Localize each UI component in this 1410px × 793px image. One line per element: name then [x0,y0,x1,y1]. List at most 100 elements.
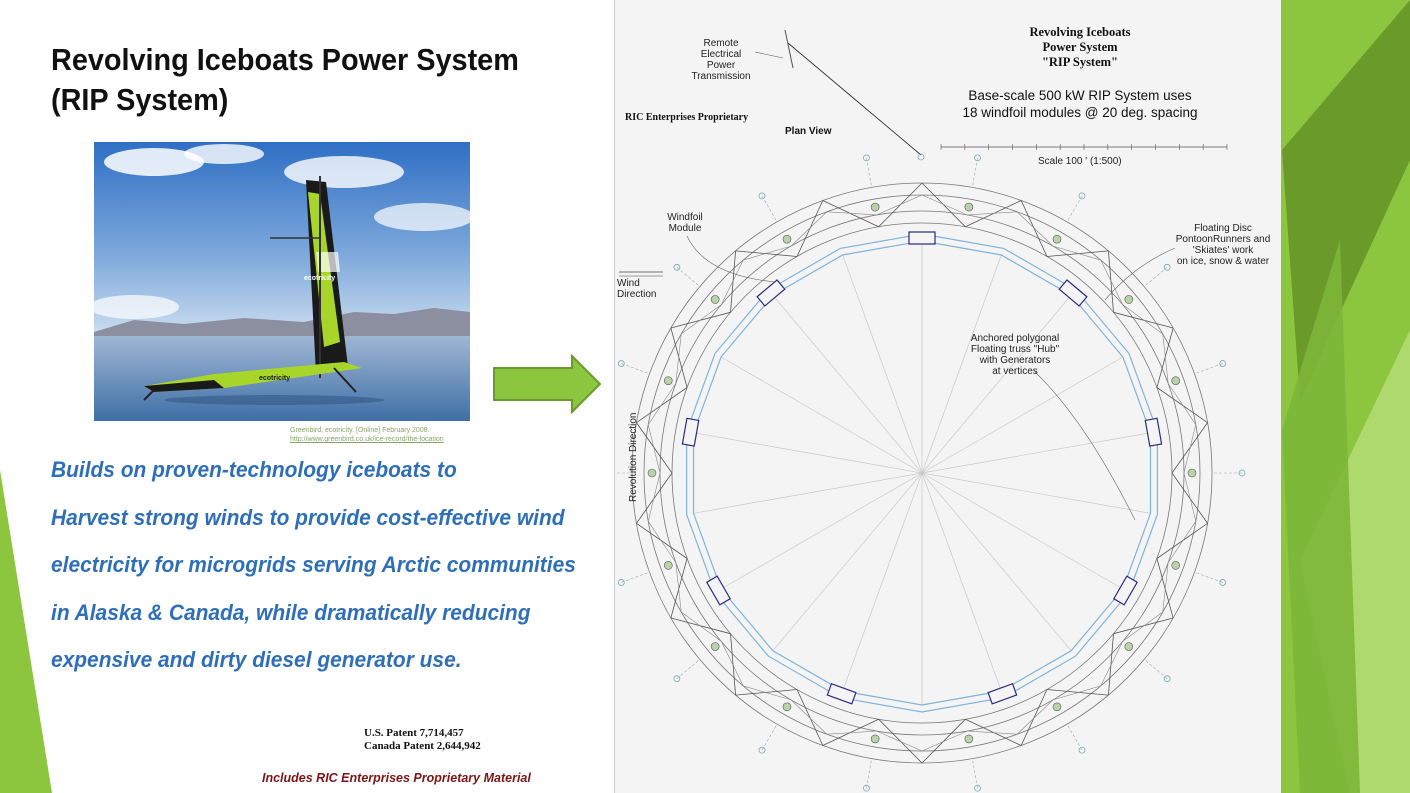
right-arrow-icon [493,354,602,414]
footer-note: Includes RIC Enterprises Proprietary Mat… [262,771,531,785]
truss-brace-14 [1052,685,1101,701]
floating-label-line3: 'Skiates' work [1192,245,1254,256]
windfoil-module-13 [647,468,657,478]
anchor-line-16 [761,195,777,221]
windfoil-module-15 [710,295,720,304]
anchor-point-15 [673,263,681,271]
truss-member-11 [1156,558,1174,619]
truss-member-13 [1108,633,1114,696]
truss-brace-3 [1052,245,1101,261]
diagram-title-line3: "RIP System" [1041,55,1119,69]
truss-member-28 [636,387,688,423]
wind-direction-label: Wind Direction [617,278,657,300]
truss-brace-5 [1122,304,1163,335]
spoke-line-15 [720,356,923,474]
anchor-point-4 [1238,469,1246,477]
truss-brace-32 [743,245,792,261]
photo-sail-brand: ecotricity [304,275,335,282]
anchor-line-2 [1145,267,1168,286]
anchor-point-3 [1219,360,1227,367]
windfoil-module-label: Windfoil Module [651,212,719,234]
truss-brace-4 [1100,259,1123,305]
windfoil-module-16 [782,234,792,244]
plan-view-label: Plan View [785,126,832,137]
truss-brace-15 [1016,699,1054,735]
photo-credit-link[interactable]: http://www.greenbird.co.uk/ice-record/th… [290,436,444,443]
anchor-line-14 [621,363,648,374]
truss-member-35 [878,182,923,228]
truss-brace-24 [675,562,682,613]
truss-brace-8 [1183,424,1197,474]
spoke-line-8 [921,472,1002,692]
spoke-line-10 [842,472,923,692]
truss-brace-30 [681,304,722,335]
generator-box-4 [1144,417,1163,447]
windfoil-module-8 [964,734,974,744]
diagram-subtitle-line2: 18 windfoil modules @ 20 deg. spacing [962,105,1198,120]
truss-brace-22 [721,641,744,687]
truss-member-26 [636,472,673,524]
anchor-point-11 [673,675,681,683]
windfoil-module-11 [710,642,720,651]
truss-member-2 [1020,200,1048,257]
hub-label-line2: Floating truss "Hub" [970,344,1060,355]
truss-brace-33 [790,211,828,247]
revolution-direction-label: Revolution Direction [628,412,639,503]
wind-label-line2: Direction [617,289,657,300]
truss-member-9 [1171,472,1208,524]
remote-label-line4: Transmission [691,71,751,82]
windfoil-module-12 [663,561,673,570]
truss-member-14 [1046,689,1109,696]
anchor-point-10 [758,746,766,754]
anchor-point-6 [1163,675,1171,683]
photo-credit-text: Greenbird, ecotricity. [Online] February… [290,427,430,434]
truss-member-15 [1020,689,1048,746]
windfoil-module-2 [1124,295,1134,304]
hub-leader [1034,371,1136,521]
wind-label-line1: Wind [617,278,640,289]
windfoil-module-7 [1052,702,1062,712]
spoke-line-6 [921,472,1124,590]
truss-brace-21 [743,685,792,701]
truss-brace-2 [1016,211,1054,247]
anchor-line-15 [676,267,699,286]
hub-polygon-outer [686,233,1158,713]
truss-brace-0 [921,194,968,216]
truss-brace-9 [1183,472,1197,522]
patent-info: U.S. Patent 7,714,457 Canada Patent 2,64… [364,727,481,753]
truss-member-6 [1156,327,1174,388]
transmission-tower [784,29,794,69]
spoke-line-5 [921,472,1151,514]
anchor-line-12 [621,572,648,583]
windfoil-module-0 [964,202,974,212]
truss-member-23 [670,617,731,635]
generator-box-0 [908,231,936,245]
anchor-point-0 [974,154,981,162]
spoke-line-12 [720,472,923,590]
patent-canada: Canada Patent 2,644,942 [364,740,481,752]
right-green-stripe-dark [1282,0,1410,400]
truss-member-16 [965,718,1022,746]
photo-credit: Greenbird, ecotricity. [Online] February… [290,426,480,444]
spoke-line-4 [921,432,1151,474]
truss-member-4 [1108,250,1114,313]
truss-brace-25 [647,521,677,563]
generator-box-10 [826,682,857,705]
body-line-5: expensive and dirty diesel generator use… [51,647,462,672]
truss-member-19 [822,718,879,746]
hub-polygon-inner [692,240,1152,706]
right-green-stripe-mid [1282,240,1360,793]
truss-brace-16 [967,730,1018,735]
anchor-point-9 [863,784,870,792]
iceboat-photo: ecotricity ecotricity [94,142,470,421]
body-line-3: electricity for microgrids serving Arcti… [51,552,576,577]
remote-label-line2: Electrical [700,49,742,60]
truss-member-27 [636,422,673,474]
windfoil-module-14 [663,376,673,385]
truss-brace-18 [876,730,923,752]
anchor-point-8 [974,784,981,792]
windfoil-module-17 [870,202,880,212]
diagram-title-line2: Power System [1042,40,1118,54]
diagram-subtitle-line1: Base-scale 500 kW RIP System uses [968,88,1192,103]
